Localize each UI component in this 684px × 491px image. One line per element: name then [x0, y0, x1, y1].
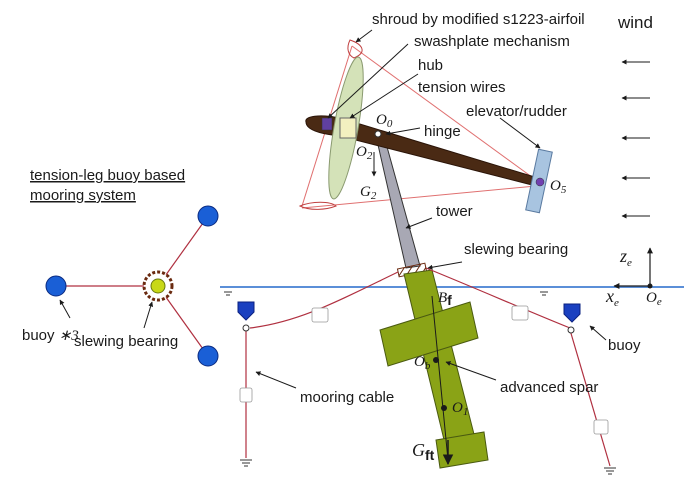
symbol-O5: O5 [550, 178, 567, 196]
point-Ob [433, 357, 439, 363]
label-mooring-title-2: mooring system [30, 187, 136, 204]
origin-Oe [647, 283, 653, 289]
symbol-xe: xe [605, 286, 619, 309]
elevator-pivot [535, 177, 545, 187]
symbol-O2: O2 [356, 144, 373, 162]
schematic-buoy-3 [197, 345, 219, 367]
symbol-O0: O0 [376, 112, 393, 130]
label-hub: hub [418, 57, 443, 74]
shroud [298, 39, 363, 210]
symbol-O1: O1 [452, 400, 468, 418]
buoy-right [563, 303, 581, 334]
symbol-ze: ze [619, 246, 632, 269]
label-wind: wind [617, 13, 653, 32]
label-elevator-rudder: elevator/rudder [466, 103, 567, 120]
label-slewing-bearing-top: slewing bearing [464, 241, 568, 258]
schematic-buoy-2 [45, 275, 67, 297]
label-swashplate: swashplate mechanism [414, 33, 570, 50]
coordinate-frame [613, 247, 653, 289]
tower [375, 135, 421, 269]
wind-arrows [621, 59, 650, 219]
label-buoy: buoy [608, 337, 641, 354]
point-O1 [441, 405, 447, 411]
mooring-schematic [45, 205, 219, 367]
label-mooring-title-1: tension-leg buoy based [30, 167, 185, 184]
label-buoy-count: buoy ∗3 [22, 327, 79, 344]
label-hinge: hinge [424, 123, 461, 140]
buoy-left [237, 301, 255, 332]
label-tension-wires: tension wires [418, 79, 506, 96]
spar-center-axis [431, 295, 449, 461]
label-mooring-cable: mooring cable [300, 389, 394, 406]
symbol-Ob: Ob [414, 354, 431, 372]
label-slewing-bearing-left: slewing bearing [74, 333, 178, 350]
symbol-G2: G2 [360, 184, 377, 202]
swashplate [321, 117, 333, 131]
schematic-buoy-1 [197, 205, 219, 227]
symbol-Oe: Oe [646, 290, 662, 308]
label-advanced-spar: advanced spar [500, 379, 598, 396]
hinge-point [374, 130, 382, 138]
label-shroud: shroud by modified s1223-airfoil [372, 11, 585, 28]
symbol-Bf: Bf [438, 290, 452, 308]
water-surface-symbols [224, 291, 548, 296]
cable-break-marks [239, 305, 609, 435]
hub [339, 117, 357, 139]
advanced-spar [379, 269, 489, 469]
label-tower: tower [436, 203, 473, 220]
leader-lines [59, 29, 607, 389]
symbol-Gft: Gft [412, 440, 435, 463]
anchor-ground-symbols [240, 459, 616, 475]
